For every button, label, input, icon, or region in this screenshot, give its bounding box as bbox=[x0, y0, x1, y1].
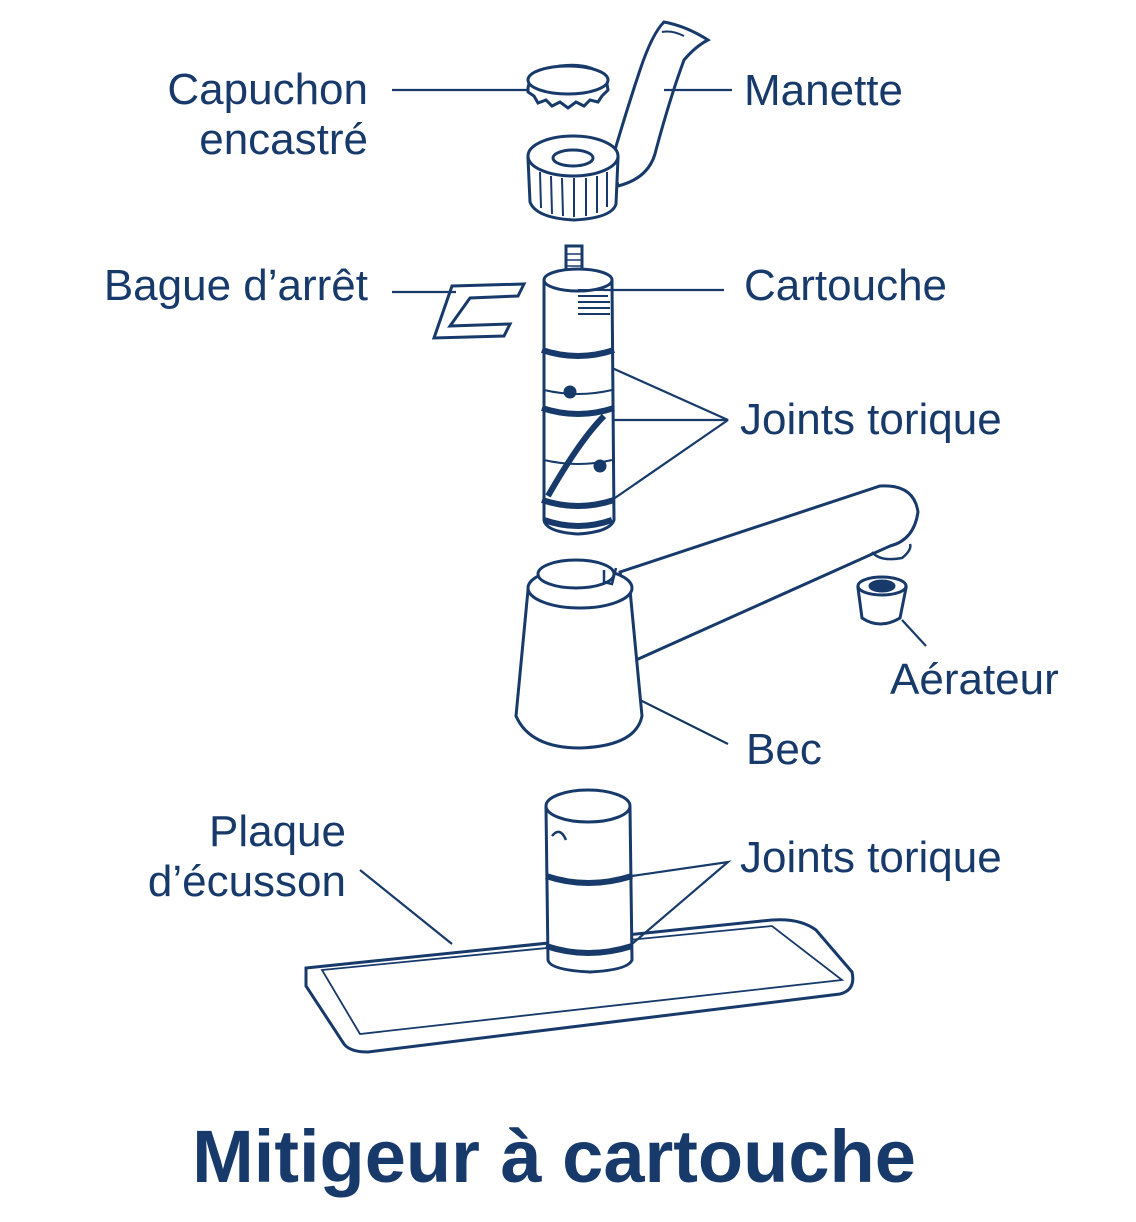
label-capuchon-line1: Capuchon bbox=[167, 65, 368, 114]
label-joints-lower: Joints torique bbox=[740, 833, 1002, 882]
label-plaque-line1: Plaque bbox=[209, 807, 346, 856]
leader-aerateur bbox=[901, 619, 927, 647]
leader-bec bbox=[639, 699, 729, 745]
leader-joints-upper-2 bbox=[611, 419, 729, 501]
base-stem-part bbox=[544, 788, 634, 974]
recessed-cap-part bbox=[526, 63, 610, 110]
label-plaque-line2: d’écusson bbox=[148, 857, 346, 906]
leader-joints-lower bbox=[631, 860, 732, 945]
label-bec: Bec bbox=[746, 725, 822, 774]
cartridge-part bbox=[541, 244, 616, 536]
leader-lines bbox=[359, 88, 927, 945]
aerator-part bbox=[856, 575, 908, 626]
label-capuchon-line2: encastré bbox=[199, 115, 368, 164]
label-joints-upper: Joints torique bbox=[740, 395, 1002, 444]
label-manette: Manette bbox=[744, 66, 903, 115]
label-bague: Bague d’arrêt bbox=[104, 261, 368, 310]
handle-lever-part bbox=[610, 20, 712, 188]
spout-body-part bbox=[514, 484, 920, 750]
leader-plaque bbox=[359, 869, 453, 945]
label-cartouche: Cartouche bbox=[744, 261, 947, 310]
leader-joints-upper bbox=[611, 366, 729, 422]
labels: Capuchon encastré Manette Bague d’arrêt … bbox=[104, 65, 1059, 906]
handle-hub-part bbox=[526, 134, 620, 222]
label-aerateur: Aérateur bbox=[890, 655, 1059, 704]
retaining-clip-part bbox=[431, 282, 527, 340]
diagram-title: Mitigeur à cartouche bbox=[192, 1115, 916, 1198]
